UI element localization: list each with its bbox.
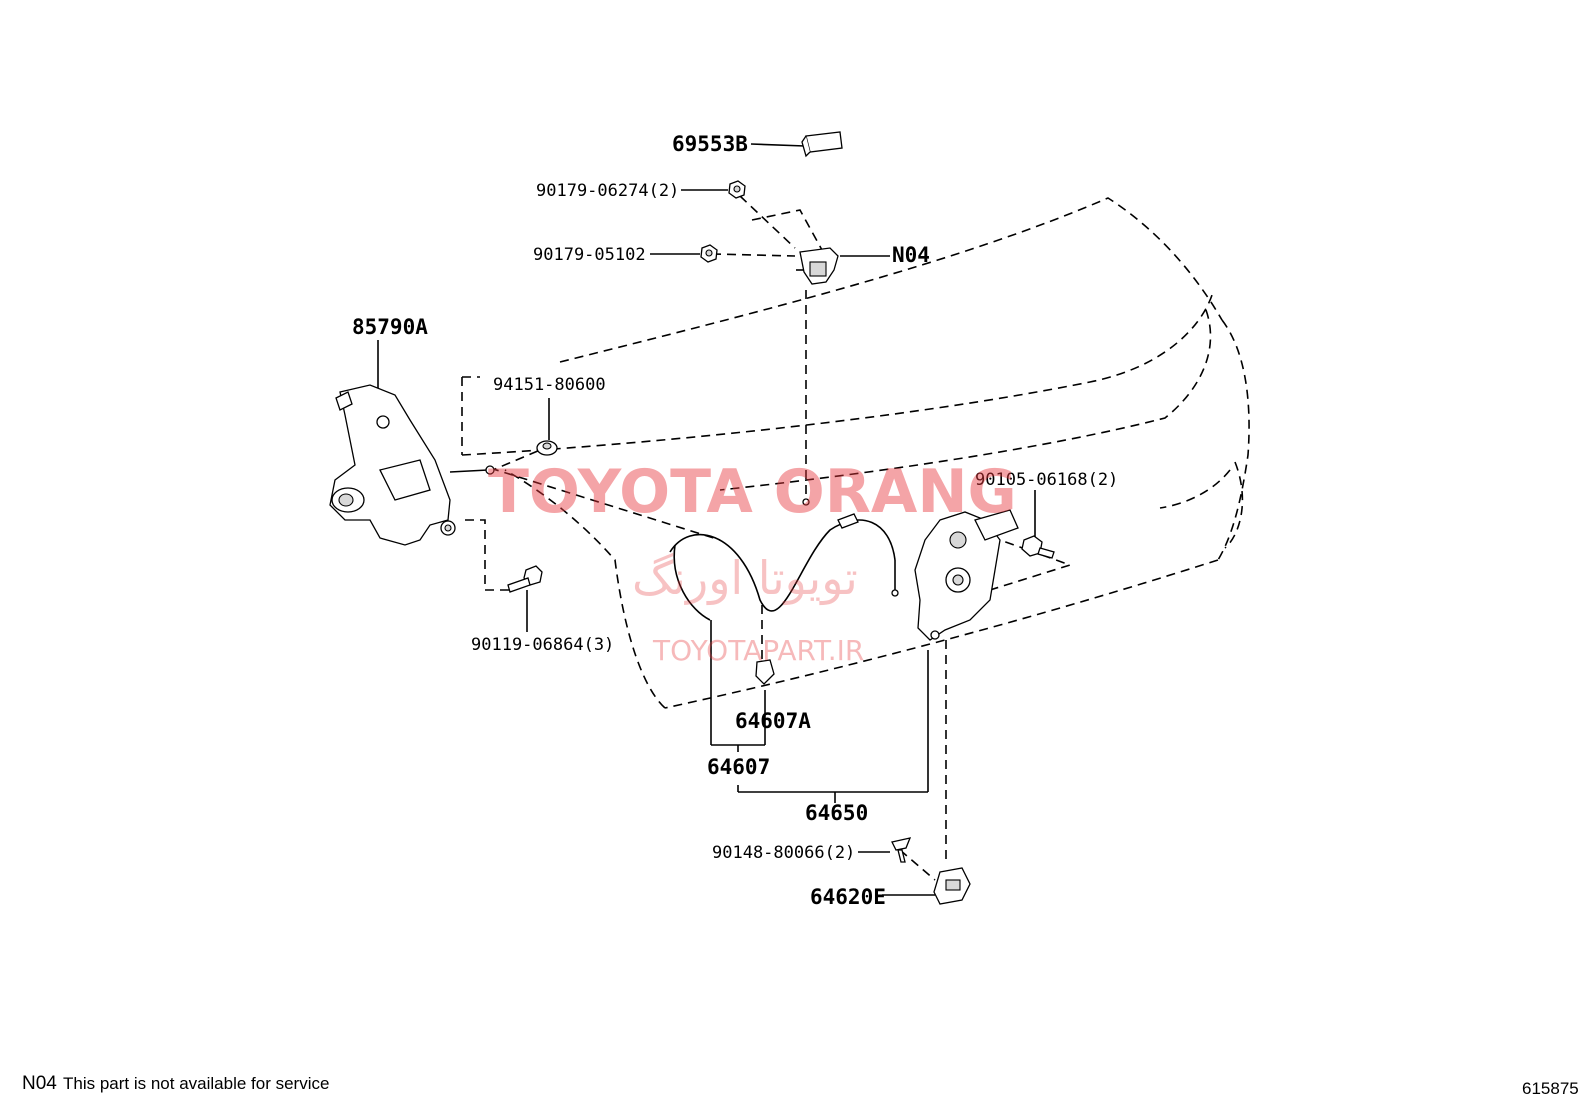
part-lock-actuator-icon	[914, 509, 1019, 641]
label-90179-05102: 90179-05102	[533, 245, 646, 265]
part-90105-06168-icon	[1021, 535, 1055, 559]
part-94151-80600-icon	[536, 440, 558, 456]
release-cable	[669, 498, 899, 621]
watermark-site: TOYOTAPART.IR	[652, 634, 864, 667]
label-N04: N04	[892, 243, 930, 267]
label-85790A: 85790A	[352, 315, 428, 339]
figure-number: 615875	[1522, 1079, 1579, 1098]
label-64607: 64607	[707, 755, 770, 779]
part-N04-lamp-icon	[796, 247, 839, 285]
part-90179-06274-icon	[728, 180, 746, 199]
part-69553B-icon	[801, 131, 843, 158]
label-64620E: 64620E	[810, 885, 886, 909]
part-90119-06864-icon	[507, 565, 543, 593]
footer-code: N04	[22, 1073, 57, 1094]
label-94151-80600: 94151-80600	[493, 375, 606, 395]
label-90179-06274: 90179-06274(2)	[536, 181, 679, 201]
label-64650: 64650	[805, 801, 868, 825]
callout-lines	[377, 143, 1073, 896]
label-90105-06168: 90105-06168(2)	[975, 470, 1118, 490]
watermark-brand: TOYOTA ORANG	[488, 457, 1017, 527]
label-90119-06864: 90119-06864(3)	[471, 635, 614, 655]
trunk-lid-outline	[461, 197, 1250, 709]
part-90148-80066-icon	[891, 837, 912, 863]
footer-note: This part is not available for service	[63, 1074, 329, 1093]
part-90179-05102-icon	[700, 244, 718, 263]
label-69553B: 69553B	[672, 132, 748, 156]
part-64607A-clip-icon	[755, 659, 775, 685]
part-64620E-striker-icon	[933, 867, 971, 905]
label-64607A: 64607A	[735, 709, 811, 733]
watermark-persian: تویوتا اورنگ	[632, 551, 858, 606]
part-85790A-motor-icon	[329, 384, 495, 546]
label-90148-80066: 90148-80066(2)	[712, 843, 855, 863]
